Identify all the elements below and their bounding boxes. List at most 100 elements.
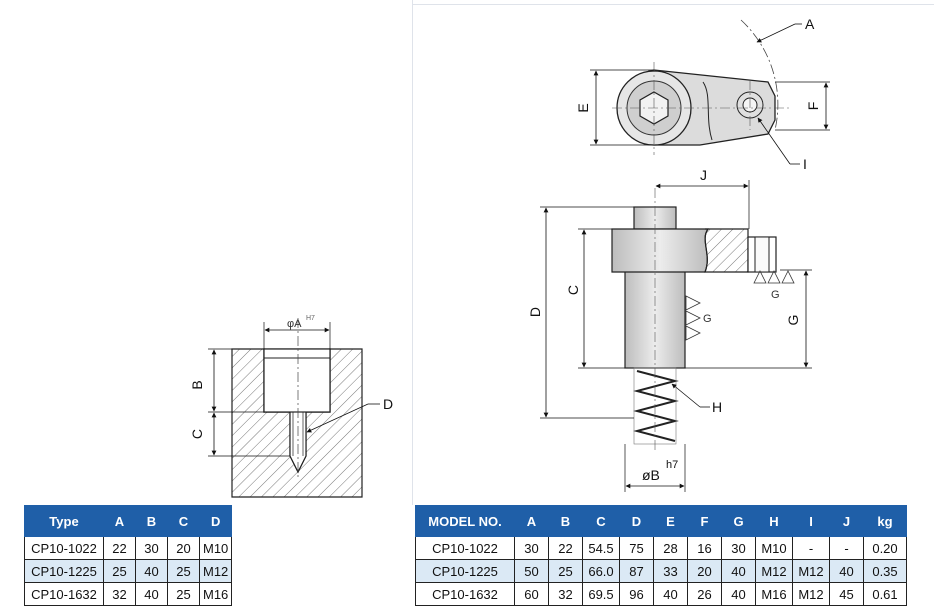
leader-A: A	[756, 16, 815, 43]
label-D-right: D	[527, 307, 543, 317]
panel-top-border	[412, 4, 934, 5]
col-header-kg: kg	[863, 505, 907, 537]
table-row: CP10-1632 60 32 69.5 96 40 26 40 M16 M12…	[415, 582, 907, 606]
cell-H: M10	[755, 536, 793, 560]
label-H: H	[712, 399, 722, 415]
col-header-B: B	[548, 505, 583, 537]
dim-E: E	[575, 69, 654, 146]
cell-H: M12	[755, 559, 793, 583]
col-header-B: B	[135, 505, 168, 537]
cell-C: 66.0	[582, 559, 620, 583]
col-header-E: E	[653, 505, 688, 537]
cell-F: 20	[687, 559, 722, 583]
cell-kg: 0.20	[863, 536, 907, 560]
cell-B: 32	[548, 582, 583, 606]
cell-F: 16	[687, 536, 722, 560]
table-row: CP10-1225 50 25 66.0 87 33 20 40 M12 M12…	[415, 559, 907, 583]
cell-B: 25	[548, 559, 583, 583]
label-F: F	[805, 102, 821, 111]
col-header-F: F	[687, 505, 722, 537]
dim-phiB: øB h7	[624, 444, 686, 492]
label-C-right: C	[565, 285, 581, 295]
cell-I: M12	[792, 559, 830, 583]
cell-J: 40	[829, 559, 864, 583]
cell-type: CP10-1632	[24, 582, 104, 606]
cell-E: 40	[653, 582, 688, 606]
table-row: CP10-1225 25 40 25 M12	[24, 559, 233, 583]
label-G-small: G	[771, 289, 780, 301]
cell-B: 40	[135, 582, 168, 606]
dim-J: J	[655, 167, 750, 229]
label-D-left: D	[383, 396, 393, 412]
cell-D: M10	[198, 536, 233, 560]
cell-model: CP10-1225	[415, 559, 515, 583]
model-dimension-table: MODEL NO. A B C D E F G H I J kg CP10-10…	[415, 505, 907, 606]
leader-D-left: D	[306, 396, 393, 433]
col-header-A: A	[514, 505, 549, 537]
cell-type: CP10-1225	[24, 559, 104, 583]
cell-A: 25	[103, 559, 136, 583]
dim-B-C: B C	[189, 348, 290, 457]
cell-E: 28	[653, 536, 688, 560]
label-C-left: C	[189, 429, 205, 439]
cell-model: CP10-1632	[415, 582, 515, 606]
clamp-elevation-view	[611, 188, 795, 450]
label-E: E	[575, 103, 591, 112]
label-I: I	[803, 156, 807, 172]
cell-J: 45	[829, 582, 864, 606]
dim-phiA: φA H7	[263, 315, 331, 349]
clamp-plan-view	[612, 19, 790, 155]
label-phiA: φA	[287, 318, 302, 330]
dim-C-right: C	[565, 228, 625, 369]
label-phiB-sup: h7	[666, 459, 678, 471]
col-header-H: H	[755, 505, 793, 537]
panel-divider	[412, 0, 413, 505]
col-header-I: I	[792, 505, 830, 537]
cell-D: M12	[198, 559, 233, 583]
cell-type: CP10-1022	[24, 536, 104, 560]
cell-A: 50	[514, 559, 549, 583]
cell-kg: 0.61	[863, 582, 907, 606]
cell-I: M12	[792, 582, 830, 606]
mounting-hole-section	[231, 318, 363, 498]
cell-B: 40	[135, 559, 168, 583]
col-header-C: C	[582, 505, 620, 537]
col-header-D: D	[198, 505, 233, 537]
cell-A: 32	[103, 582, 136, 606]
cell-C: 54.5	[582, 536, 620, 560]
label-B-left: B	[189, 380, 205, 389]
cell-D: 87	[619, 559, 654, 583]
leader-I: I	[757, 117, 807, 172]
leader-H: H	[671, 383, 722, 415]
table-row: CP10-1022 30 22 54.5 75 28 16 30 M10 - -…	[415, 536, 907, 560]
cell-I: -	[792, 536, 830, 560]
col-header-D: D	[619, 505, 654, 537]
cell-A: 30	[514, 536, 549, 560]
label-J: J	[700, 167, 707, 183]
technical-drawing: φA H7 B C D A	[189, 16, 830, 498]
table-header-row: Type A B C D	[24, 505, 233, 537]
cell-J: -	[829, 536, 864, 560]
label-phiA-sup: H7	[306, 315, 315, 322]
table-row: CP10-1022 22 30 20 M10	[24, 536, 233, 560]
label-G-inner: G	[703, 313, 712, 325]
col-header-A: A	[103, 505, 136, 537]
cell-A: 60	[514, 582, 549, 606]
cell-D: 75	[619, 536, 654, 560]
table-header-row: MODEL NO. A B C D E F G H I J kg	[415, 505, 907, 537]
cell-A: 22	[103, 536, 136, 560]
label-phiB: øB	[642, 467, 660, 483]
cell-model: CP10-1022	[415, 536, 515, 560]
cell-G: 40	[721, 559, 756, 583]
cell-B: 22	[548, 536, 583, 560]
label-A: A	[805, 16, 815, 32]
col-header-G: G	[721, 505, 756, 537]
cell-D: M16	[198, 582, 233, 606]
cell-E: 33	[653, 559, 688, 583]
cell-C: 69.5	[582, 582, 620, 606]
col-header-J: J	[829, 505, 864, 537]
col-header-C: C	[167, 505, 200, 537]
hole-dimension-table: Type A B C D CP10-1022 22 30 20 M10 CP10…	[24, 505, 233, 606]
dim-G-right: G	[685, 269, 812, 369]
cell-C: 20	[167, 536, 200, 560]
